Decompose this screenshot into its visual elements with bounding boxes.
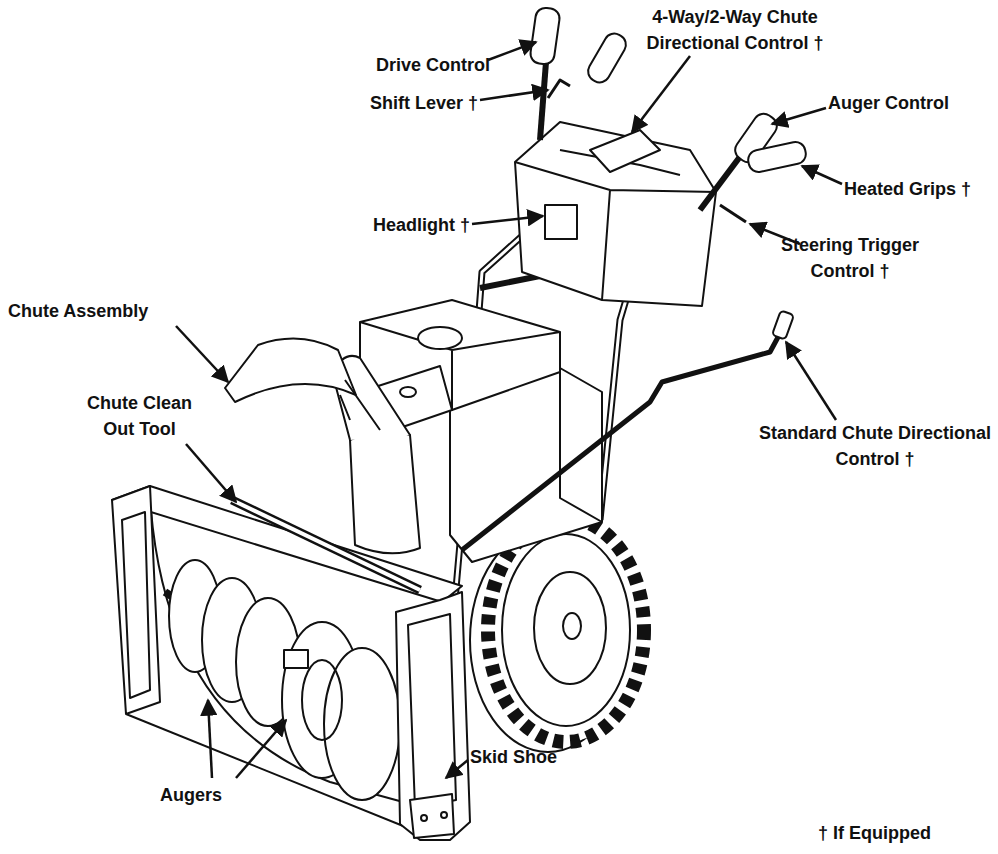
- chute-joystick-base: [590, 130, 660, 172]
- gearbox: [284, 650, 308, 668]
- left-handle: [540, 62, 546, 140]
- footnote: † If Equipped: [818, 820, 988, 846]
- part-label: Steering Trigger Control †: [760, 232, 940, 284]
- part-label: Chute Assembly: [8, 298, 188, 324]
- steering-trigger: [720, 205, 746, 222]
- auger-flight-inner: [302, 660, 342, 740]
- fuel-cap: [418, 327, 462, 349]
- part-label: Augers: [160, 782, 260, 808]
- leader-arrows: [176, 42, 842, 778]
- chute-control-knob: [772, 310, 794, 339]
- wheel-axle: [563, 613, 581, 639]
- shift-lever: [548, 80, 570, 98]
- part-label: Standard Chute Directional Control †: [755, 420, 995, 472]
- chute-deflector: [225, 339, 356, 402]
- part-label: Drive Control: [340, 52, 490, 78]
- part-label: Auger Control: [828, 90, 988, 116]
- leader-arrow: [488, 42, 536, 60]
- housing-left-plate: [112, 486, 160, 714]
- console-edges: [515, 162, 716, 300]
- leader-arrow: [176, 326, 228, 382]
- leader-arrow: [786, 342, 836, 420]
- leader-arrow: [480, 90, 548, 100]
- right-plate-inset: [408, 614, 456, 808]
- left-plate-inset: [122, 512, 150, 698]
- leader-arrow: [772, 108, 826, 124]
- leader-arrow: [236, 720, 286, 778]
- chute-base: [350, 431, 420, 553]
- skid-shoe-bolt: [441, 812, 447, 818]
- wheel-rim: [502, 534, 630, 726]
- headlight: [545, 205, 577, 239]
- leader-arrow: [632, 56, 690, 132]
- heated-grip: [746, 140, 807, 174]
- housing-top-lip: [112, 486, 462, 602]
- drive-control-grip: [529, 7, 561, 66]
- leader-arrow: [472, 216, 543, 224]
- leader-arrow: [446, 760, 468, 778]
- part-label: Shift Lever †: [340, 90, 478, 116]
- part-label: Headlight †: [330, 212, 470, 238]
- leader-arrow: [802, 166, 842, 184]
- wheel-hub: [534, 572, 606, 684]
- part-label: Heated Grips †: [844, 176, 994, 202]
- part-label: 4-Way/2-Way Chute Directional Control †: [615, 4, 855, 56]
- housing-right-plate: [396, 592, 470, 840]
- skid-shoe-bolt: [421, 815, 427, 821]
- part-label: Skid Shoe: [470, 744, 620, 770]
- skid-shoe: [410, 794, 454, 838]
- machine: [112, 7, 808, 840]
- chute-control-rod: [462, 326, 784, 550]
- key-switch: [400, 387, 416, 397]
- leader-arrow: [208, 700, 212, 778]
- part-label: Chute Clean Out Tool: [72, 390, 207, 442]
- leader-arrow: [186, 444, 236, 502]
- clean-out-tool: [232, 500, 420, 590]
- control-console: [515, 122, 716, 306]
- clean-out-tool-highlight: [232, 500, 420, 590]
- chute-ribs: [340, 380, 380, 430]
- chute-joystick-grip: [584, 30, 629, 86]
- wheel-tread: [488, 518, 644, 742]
